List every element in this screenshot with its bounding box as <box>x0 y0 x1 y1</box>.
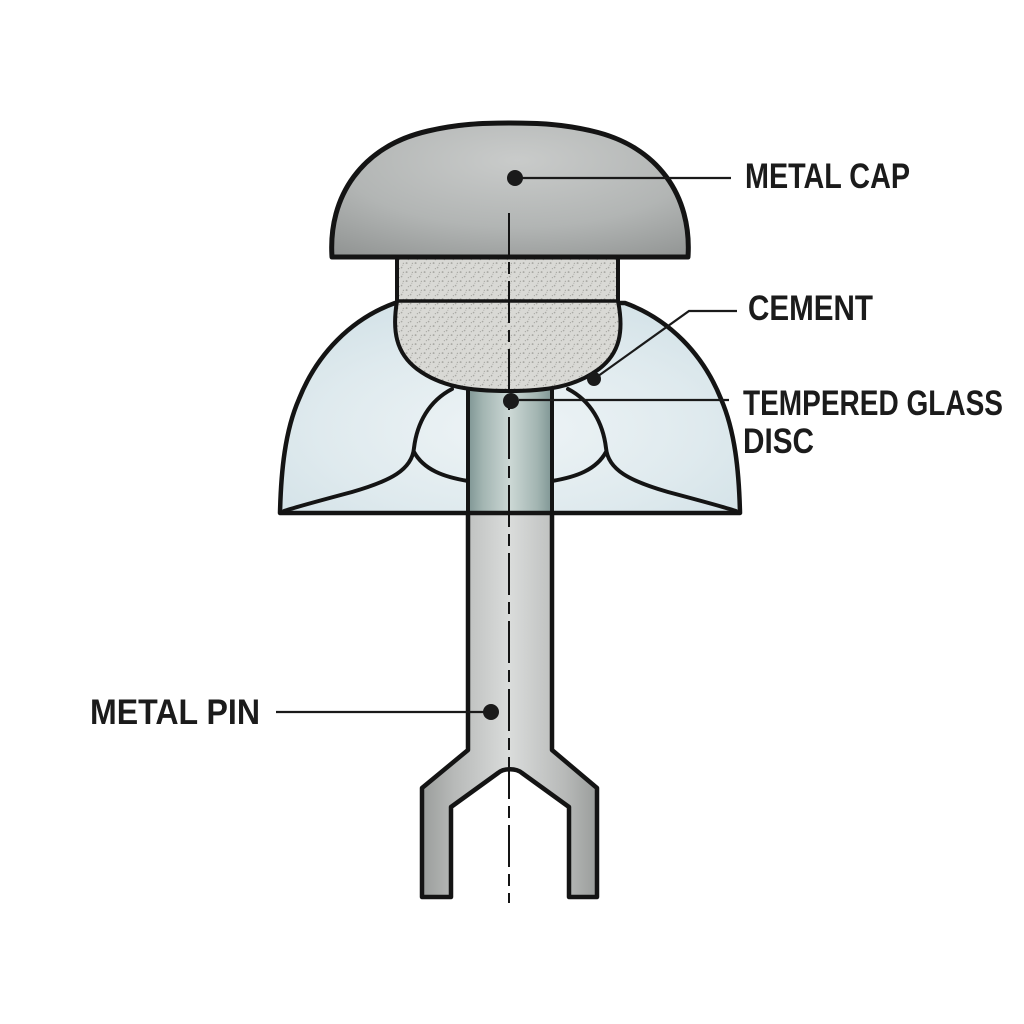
metal-cap-label: METAL CAP <box>745 157 910 196</box>
metal-cap-leader-dot <box>507 170 523 186</box>
cement-label: CEMENT <box>748 289 873 328</box>
cement-shape <box>393 255 623 393</box>
glass-inner-rim-right <box>550 450 608 483</box>
metal-pin-label: METAL PIN <box>90 693 260 732</box>
tempered-glass-disc-label-line1: TEMPERED GLASS <box>743 384 1003 423</box>
metal-pin-leader-dot <box>483 704 499 720</box>
metal-cap-shape <box>329 120 691 260</box>
tempered-glass-leader-dot <box>503 393 519 409</box>
cement-leader-line <box>593 309 737 380</box>
glass-inner-profile-curves <box>282 387 738 513</box>
glass-inner-curve-right <box>566 387 738 513</box>
leader-dots <box>483 170 601 720</box>
metal-pin-upper-outline <box>466 385 554 513</box>
cement-leader-dot <box>587 372 601 386</box>
leader-lines <box>276 176 737 714</box>
glass-inner-rim-left <box>412 450 470 483</box>
glass-inner-curve-left <box>282 387 454 513</box>
tempered-glass-disc-label-line2: DISC <box>743 422 814 461</box>
